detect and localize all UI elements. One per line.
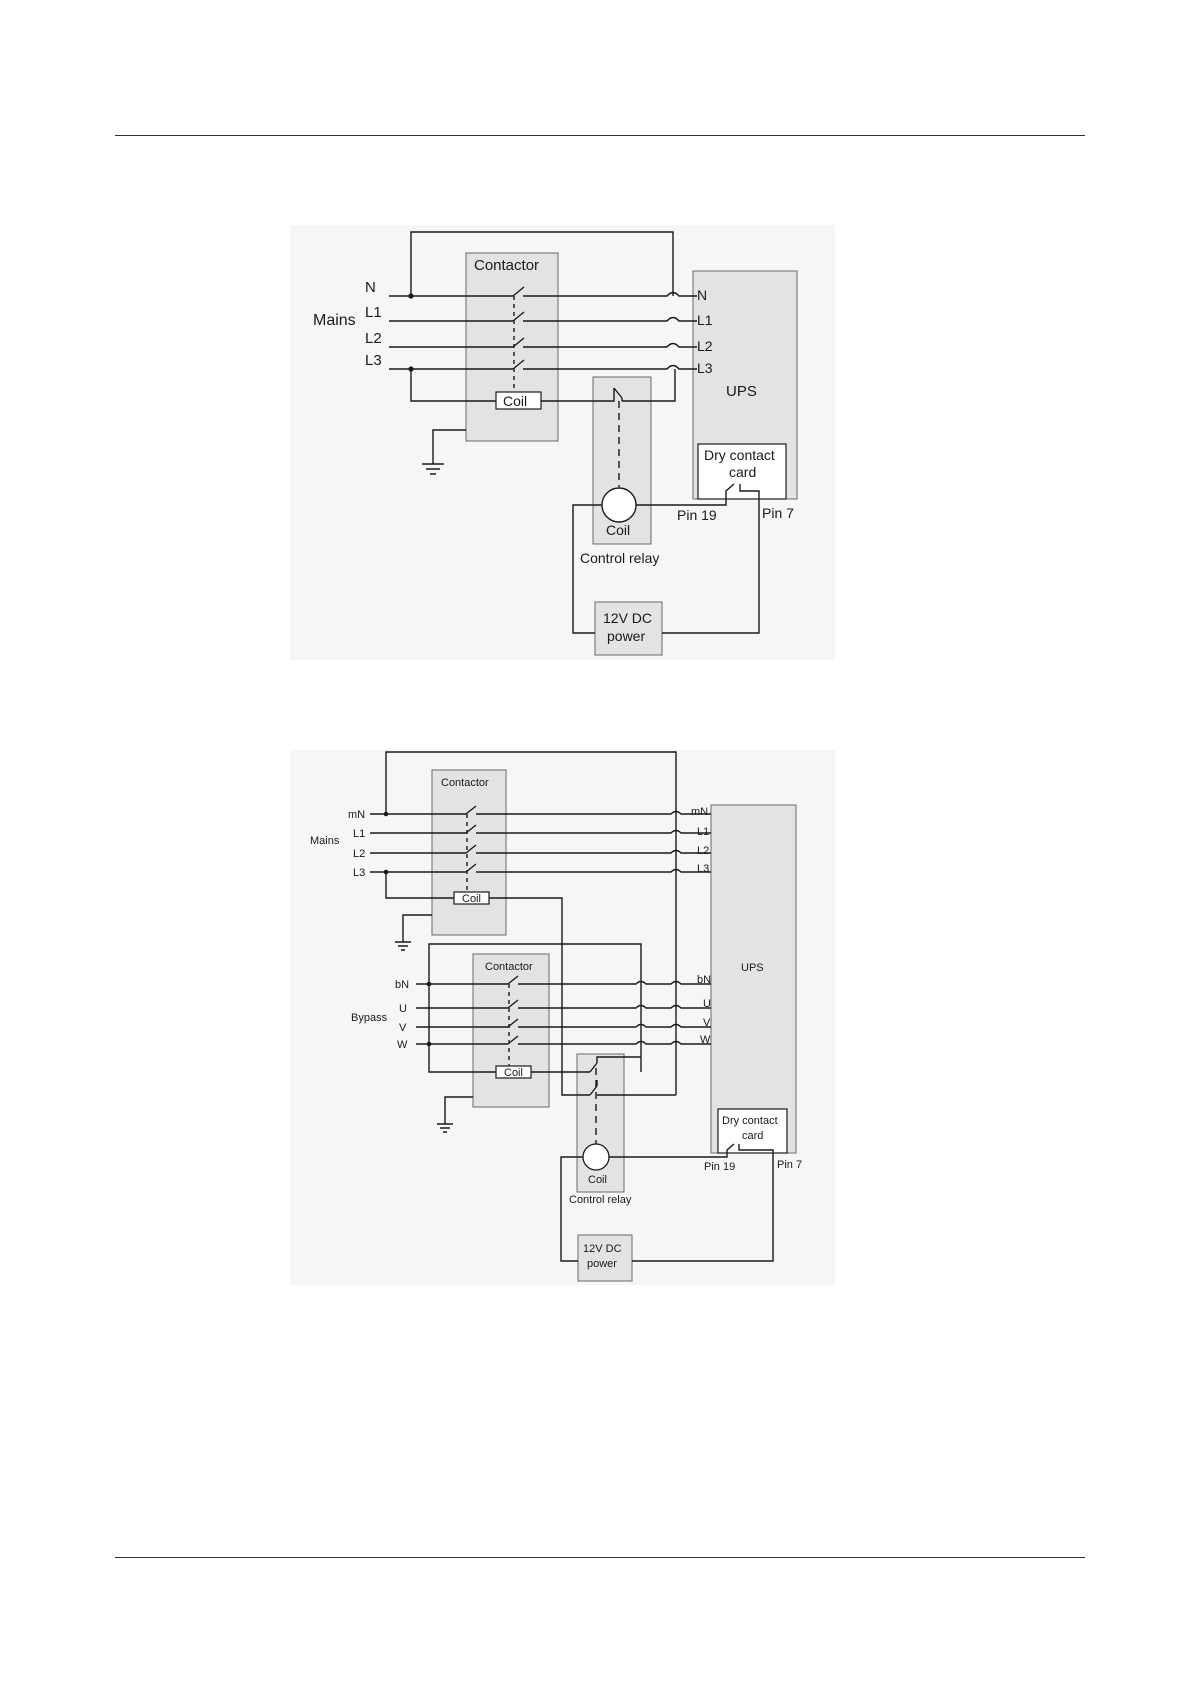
- d2-dc-line1: 12V DC: [583, 1243, 622, 1255]
- control-relay-2-box: [577, 1054, 624, 1192]
- d1-dry-contact-line2: card: [729, 464, 756, 480]
- d1-dc-line1: 12V DC: [603, 610, 652, 626]
- d2-coil2-label: Coil: [504, 1067, 523, 1079]
- d1-line-l2: L2: [365, 330, 382, 347]
- d2-ups-line-l1: L1: [697, 826, 709, 838]
- d1-ups-line-n: N: [697, 287, 707, 303]
- relay-coil-2-circle: [583, 1144, 609, 1170]
- d1-contactor-label: Contactor: [474, 257, 539, 274]
- d2-bypass-line-u: U: [399, 1003, 407, 1015]
- d2-pin19-label: Pin 19: [704, 1161, 735, 1173]
- d2-pin7-label: Pin 7: [777, 1159, 802, 1171]
- d2-bypass-line-v: V: [399, 1022, 407, 1034]
- d1-line-l3: L3: [365, 352, 382, 369]
- d1-mains-label: Mains: [313, 312, 356, 329]
- d2-ups-line-mn: mN: [691, 806, 708, 818]
- d1-dc-line2: power: [607, 628, 645, 644]
- d2-mains-line-mn: mN: [348, 809, 365, 821]
- d2-ups-line-l2: L2: [697, 845, 709, 857]
- d2-ups-line-w: W: [700, 1034, 711, 1046]
- d2-coil1-label: Coil: [462, 893, 481, 905]
- d2-mains-line-l2: L2: [353, 848, 365, 860]
- d2-ups-line-v: V: [703, 1017, 711, 1029]
- d1-pin19-label: Pin 19: [677, 507, 717, 523]
- d2-bypass-line-bn: bN: [395, 979, 409, 991]
- d1-coil-label: Coil: [503, 393, 527, 409]
- d1-ups-line-l2: L2: [697, 338, 713, 354]
- d2-mains-line-l3: L3: [353, 867, 365, 879]
- d2-contactor2-label: Contactor: [485, 961, 533, 973]
- d2-bypass-line-w: W: [397, 1039, 408, 1051]
- relay-coil-circle: [602, 488, 636, 522]
- d2-contactor1-label: Contactor: [441, 777, 489, 789]
- d1-relay-coil-label: Coil: [606, 522, 630, 538]
- d2-ups-label: UPS: [741, 962, 764, 974]
- d1-line-n: N: [365, 279, 376, 296]
- d1-ups-line-l1: L1: [697, 312, 713, 328]
- d2-bypass-label: Bypass: [351, 1012, 388, 1024]
- d2-ups-line-l3: L3: [697, 863, 709, 875]
- d1-line-l1: L1: [365, 304, 382, 321]
- d2-ups-line-bn: bN: [697, 974, 711, 986]
- d1-ups-label: UPS: [726, 383, 757, 400]
- d2-dry-contact-line2: card: [742, 1130, 763, 1142]
- d2-relay-coil-label: Coil: [588, 1174, 607, 1186]
- d1-control-relay-label: Control relay: [580, 550, 659, 566]
- d2-mains-line-l1: L1: [353, 828, 365, 840]
- d2-dry-contact-line1: Dry contact: [722, 1115, 778, 1127]
- contactor-2-box: [473, 954, 549, 1107]
- d1-ups-line-l3: L3: [697, 360, 713, 376]
- ups-2-box: [711, 805, 796, 1153]
- d2-mains-label: Mains: [310, 835, 340, 847]
- d1-dry-contact-line1: Dry contact: [704, 447, 775, 463]
- d2-ups-line-u: U: [703, 998, 711, 1010]
- d1-pin7-label: Pin 7: [762, 505, 794, 521]
- d2-dc-line2: power: [587, 1258, 617, 1270]
- d2-control-relay-label: Control relay: [569, 1194, 632, 1206]
